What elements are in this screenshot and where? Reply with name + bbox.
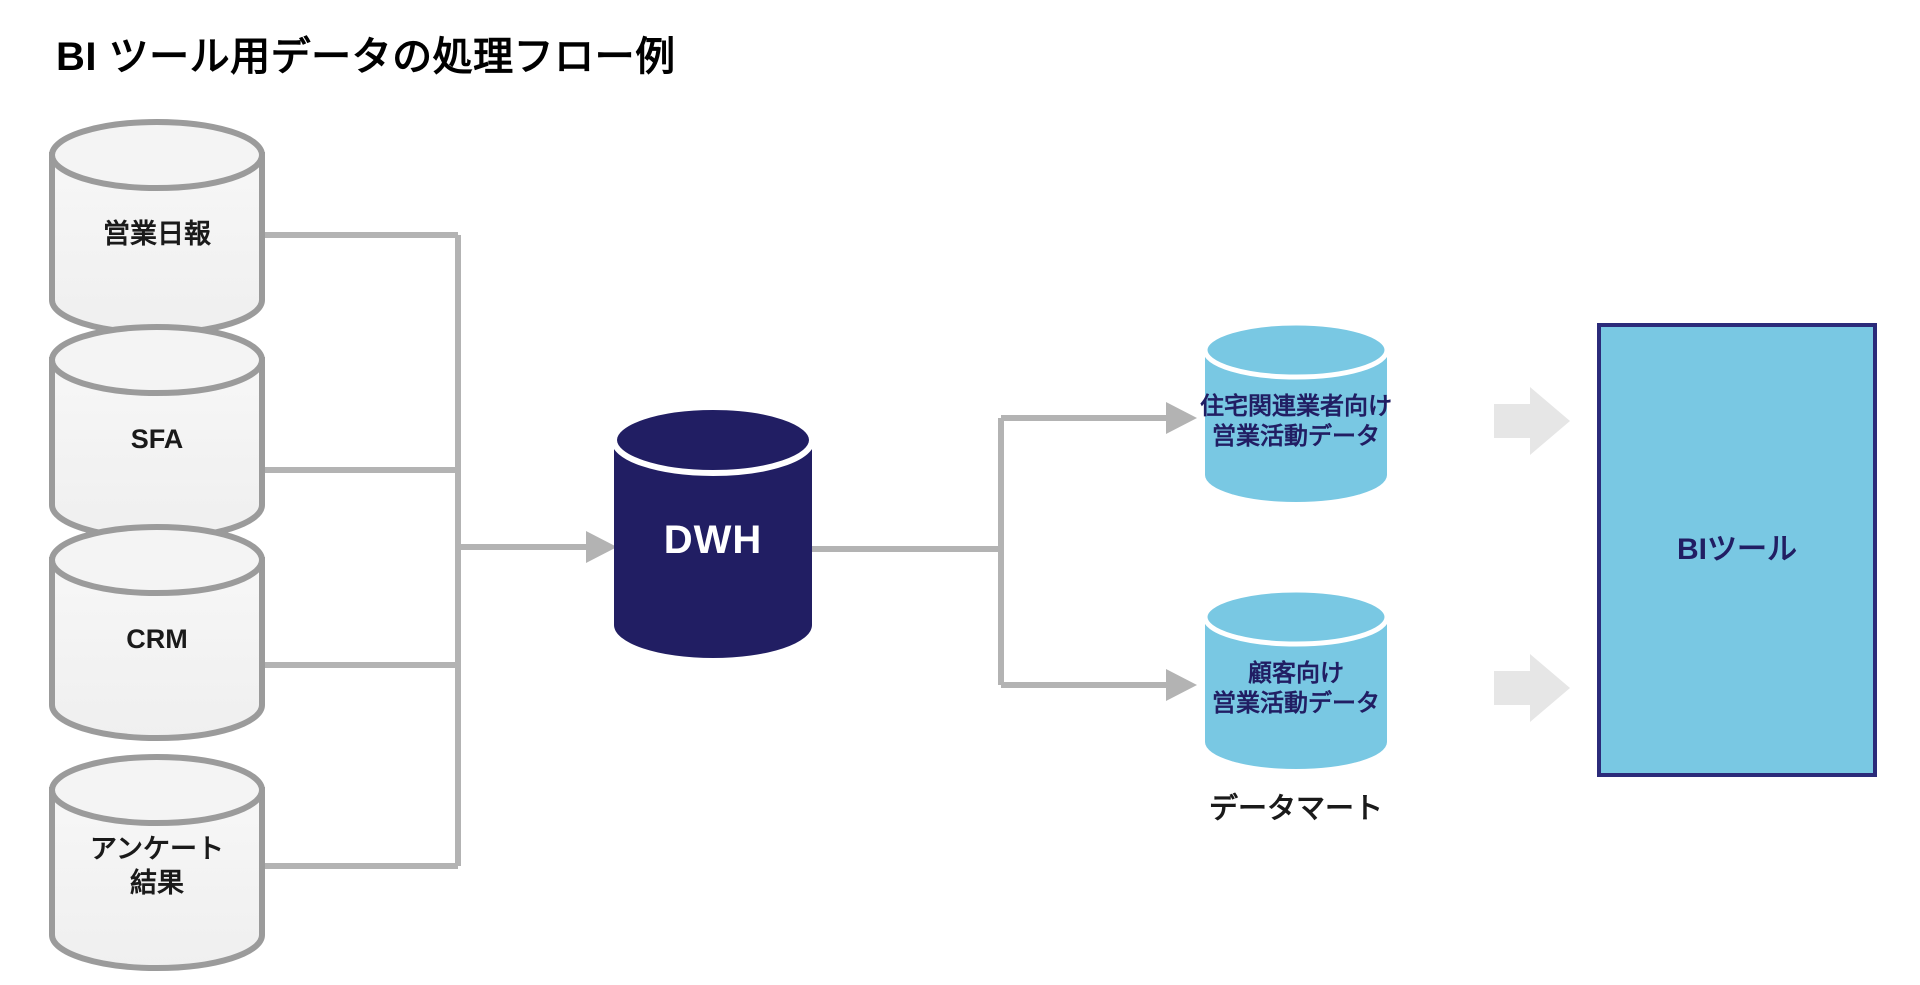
dwh-cylinder[interactable] xyxy=(611,404,815,658)
cylinder-top-ellipse xyxy=(49,324,265,396)
source-cylinder-sfa[interactable] xyxy=(49,324,265,541)
cylinder-top-ellipse xyxy=(1202,587,1390,647)
mart-cylinder-housing-related-vendor-sales-activity-data[interactable] xyxy=(1202,320,1390,502)
cylinder-top-ellipse xyxy=(611,404,815,476)
block-arrow-right-icon-customer-to-bi xyxy=(1494,654,1570,722)
source-cylinder-sales-daily-report[interactable] xyxy=(49,119,265,336)
block-arrow-right-icon-housing-to-bi xyxy=(1494,387,1570,455)
arrow-right-icon-to-mart-customer xyxy=(1166,669,1197,701)
caption-data-mart: データマート xyxy=(1208,793,1383,825)
cylinder-top-ellipse xyxy=(1202,320,1390,380)
source-cylinder-survey-results[interactable] xyxy=(49,754,265,971)
source-cylinder-crm[interactable] xyxy=(49,524,265,741)
page-title: BI ツール用データの処理フロー例 xyxy=(56,35,676,79)
connector-sources-to-dwh xyxy=(262,232,590,869)
connector-dwh-to-marts xyxy=(812,415,1170,688)
cylinder-top-ellipse xyxy=(49,524,265,596)
bi-tool-box[interactable] xyxy=(1597,323,1877,777)
arrow-right-icon-to-dwh xyxy=(586,531,617,563)
arrow-right-icon-to-mart-housing xyxy=(1166,402,1197,434)
cylinder-top-ellipse xyxy=(49,119,265,191)
mart-cylinder-customer-sales-activity-data[interactable] xyxy=(1202,587,1390,769)
cylinder-top-ellipse xyxy=(49,754,265,826)
